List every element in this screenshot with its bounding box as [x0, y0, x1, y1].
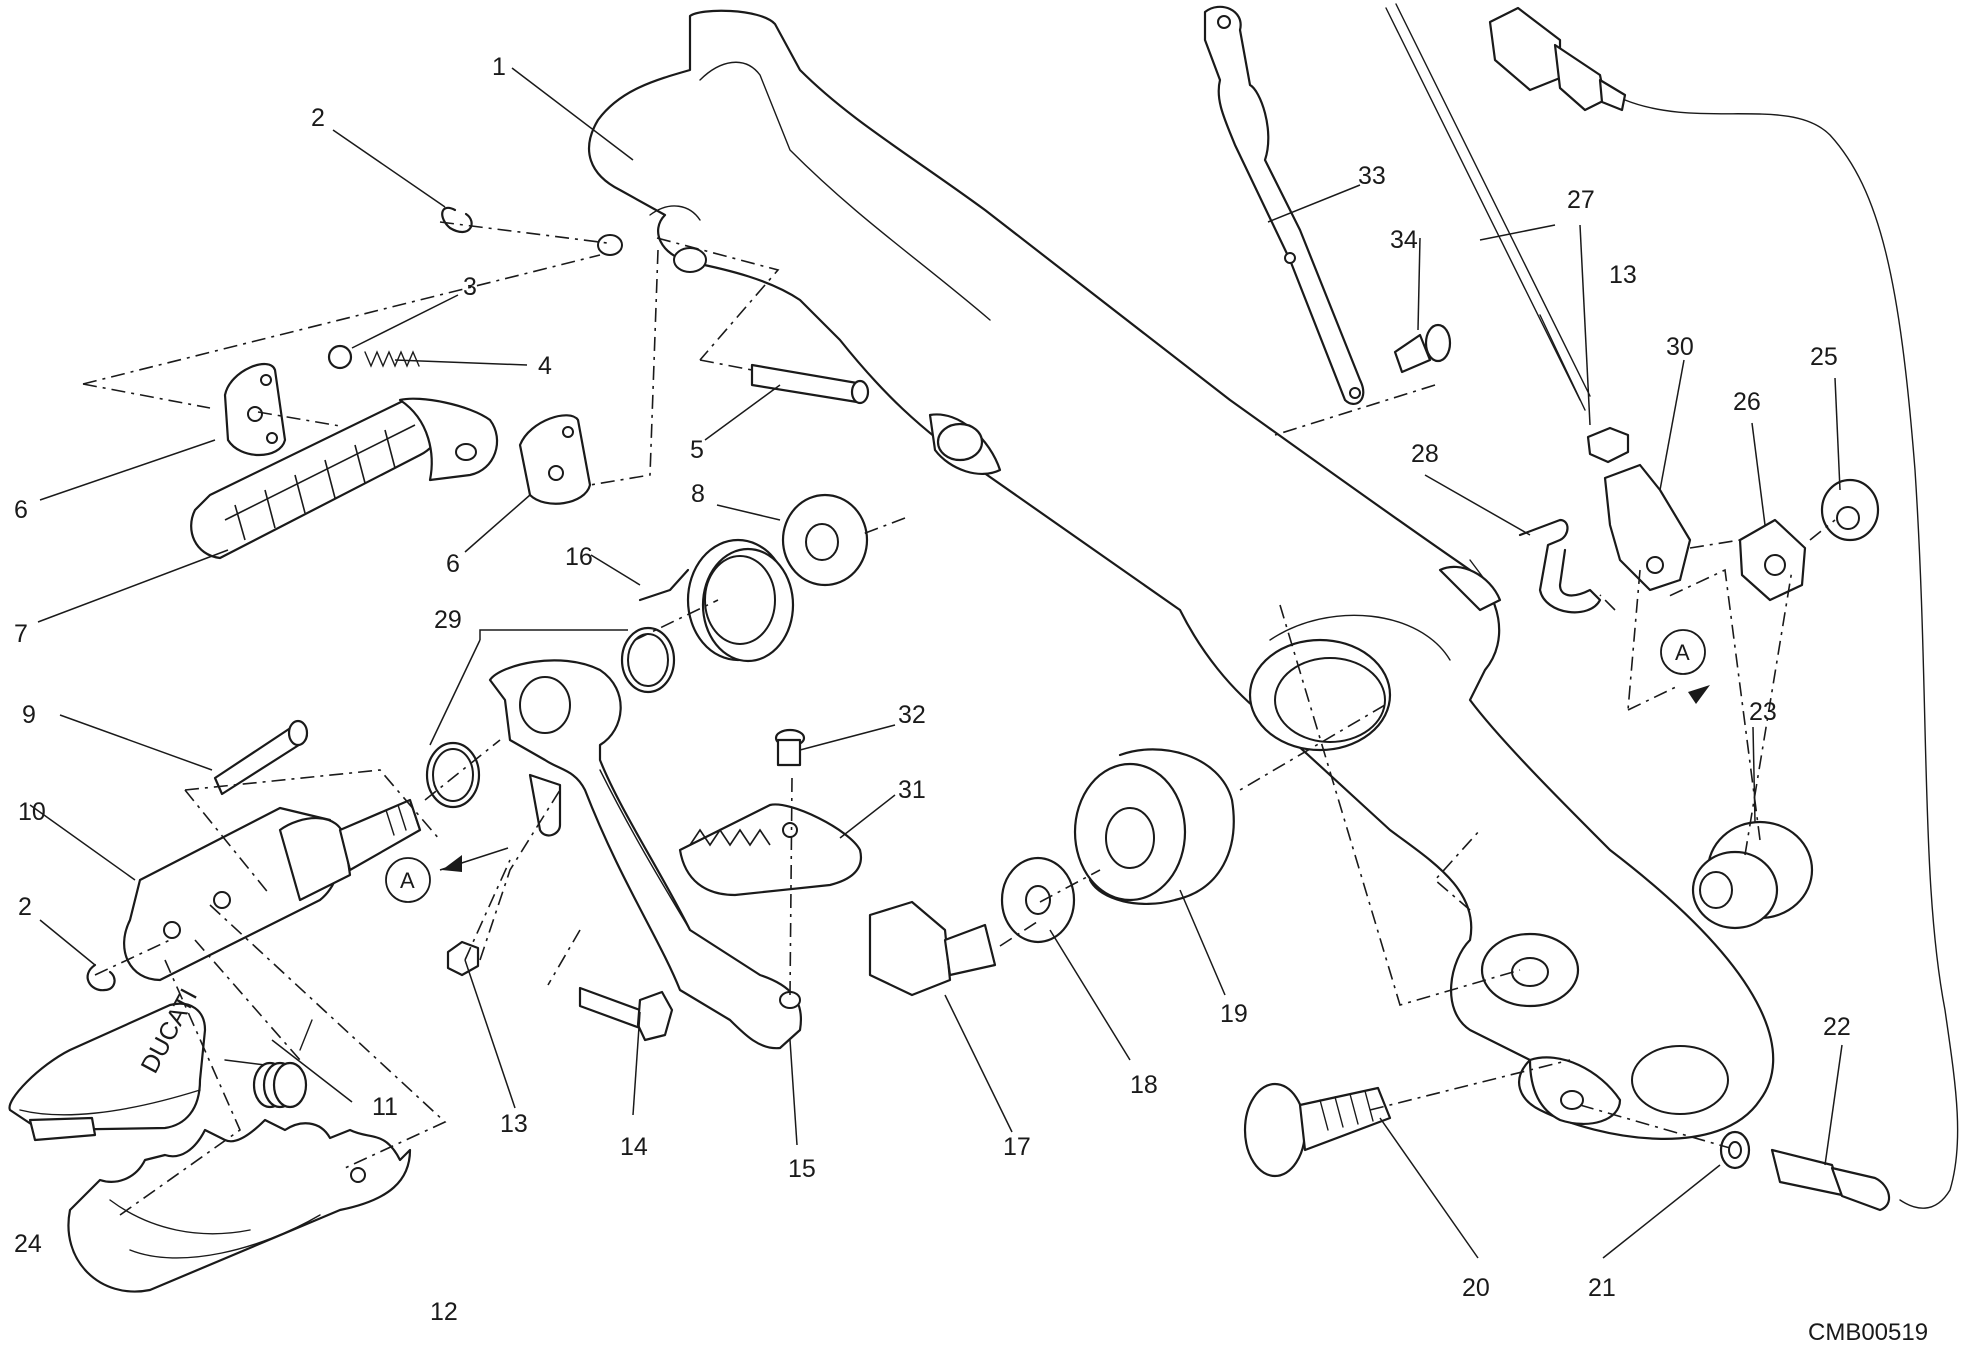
tip-screw [774, 728, 806, 767]
pivot-pin [750, 363, 870, 405]
reference-marker-upper: A [1660, 629, 1710, 704]
callout-3: 3 [463, 273, 477, 301]
callout-12: 12 [430, 1298, 458, 1326]
callout-6b: 6 [446, 550, 460, 578]
connector [1488, 6, 1627, 112]
callout-26: 26 [1733, 388, 1761, 416]
callout-30: 30 [1666, 333, 1694, 361]
callout-7: 7 [14, 620, 28, 648]
detent-ball [327, 344, 353, 370]
spacer-26 [1738, 518, 1807, 602]
callout-4: 4 [538, 352, 552, 380]
callout-34: 34 [1390, 226, 1418, 254]
callout-33: 33 [1358, 162, 1386, 190]
washer-8 [781, 493, 869, 587]
callout-13b: 13 [1609, 261, 1637, 289]
screw-34 [1393, 323, 1452, 374]
detent-spring [364, 350, 420, 368]
callout-5: 5 [690, 436, 704, 464]
shoulder-bolt-17 [868, 900, 997, 997]
pedal-pivot [123, 798, 422, 982]
circlip-lower [86, 963, 116, 992]
callout-21: 21 [1588, 1274, 1616, 1302]
nut-upper [1586, 426, 1630, 464]
clevis [1603, 463, 1692, 592]
callout-19: 19 [1220, 1000, 1248, 1028]
torsion-spring [224, 1019, 313, 1109]
callout-24: 24 [14, 1230, 42, 1258]
callout-13: 13 [500, 1110, 528, 1138]
pedal-tip [678, 803, 863, 897]
callout-20: 20 [1462, 1274, 1490, 1302]
callout-2b: 2 [18, 893, 32, 921]
callout-18: 18 [1130, 1071, 1158, 1099]
svg-text:A: A [400, 868, 415, 893]
plate-right [518, 414, 592, 505]
callout-15: 15 [788, 1155, 816, 1183]
bushing-19 [1073, 748, 1235, 905]
spacer-25 [1820, 478, 1880, 542]
nut-lower [446, 940, 480, 977]
ducati-footpeg: DUCATI [8, 984, 207, 1142]
callout-6: 6 [14, 496, 28, 524]
callout-29: 29 [434, 606, 462, 634]
callout-9: 9 [22, 701, 36, 729]
serrated-footpeg [67, 1118, 412, 1293]
mounting-bracket-33 [1203, 5, 1365, 405]
cable [1385, 3, 1959, 1209]
callout-22: 22 [1823, 1013, 1851, 1041]
callout-2: 2 [311, 104, 325, 132]
callout-1: 1 [492, 53, 506, 81]
callout-31: 31 [898, 776, 926, 804]
callout-32: 32 [898, 701, 926, 729]
allen-bolt-20 [1243, 1082, 1392, 1178]
callout-27: 27 [1567, 186, 1595, 214]
callout-11: 11 [372, 1093, 398, 1121]
callout-25: 25 [1810, 343, 1838, 371]
spool-23 [1691, 820, 1814, 930]
callout-8: 8 [691, 480, 705, 508]
callout-14: 14 [620, 1133, 648, 1161]
footpeg-pin [213, 719, 309, 796]
reference-marker-lower: A [385, 847, 509, 903]
leader-lines [29, 67, 1843, 1259]
assembly-lines [82, 221, 1836, 1216]
circlip-top [441, 206, 473, 234]
brake-switch-sensor [1770, 1148, 1891, 1212]
svg-text:A: A [1675, 640, 1690, 665]
callout-17: 17 [1003, 1133, 1031, 1161]
callout-28: 28 [1411, 440, 1439, 468]
diagram-code: CMB00519 [1808, 1319, 1928, 1346]
callout-16: 16 [565, 543, 593, 571]
footrest-bracket [588, 9, 1775, 1140]
brake-pedal [488, 659, 803, 1050]
pedal-bolt [578, 986, 674, 1042]
clevis-clip [1518, 518, 1602, 614]
rubber-footpeg [190, 397, 499, 560]
return-spring [638, 538, 795, 663]
callout-10: 10 [18, 798, 46, 826]
callout-labels: 1 2 3 4 5 6 6 7 8 9 10 2 11 12 13 13 14 … [14, 53, 1851, 1326]
callout-23: 23 [1749, 698, 1777, 726]
